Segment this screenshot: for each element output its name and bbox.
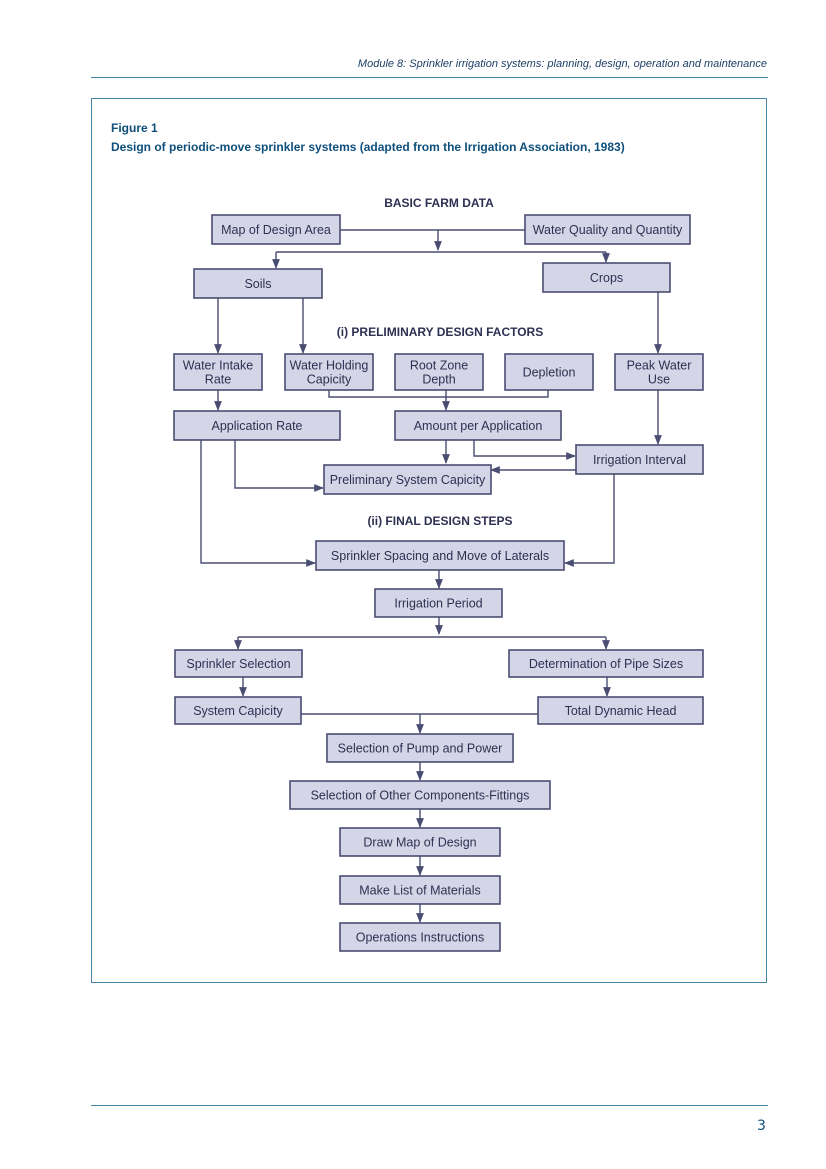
- box-label: Make List of Materials: [359, 884, 481, 898]
- box-shape: [504, 353, 594, 391]
- footer-rule: [91, 1105, 768, 1106]
- box-label: System Capicity: [193, 704, 283, 718]
- box-shape: [173, 410, 341, 441]
- box-label: Water Quality and Quantity: [533, 223, 683, 237]
- box-draw-map: Draw Map of Design: [339, 827, 501, 857]
- box-shape: [339, 875, 501, 905]
- box-label: Irrigation Interval: [593, 453, 686, 467]
- box-shape: [374, 588, 503, 618]
- box-shape: [339, 922, 501, 952]
- box-label: Sprinkler Selection: [186, 657, 290, 671]
- box-label: Water Holding: [290, 359, 369, 373]
- box-determination-pipe-sizes: Determination of Pipe Sizes: [508, 649, 704, 678]
- box-amount-per-application: Amount per Application: [394, 410, 562, 441]
- box-shape: [394, 410, 562, 441]
- box-label: Sprinkler Spacing and Move of Laterals: [331, 549, 549, 563]
- figure-frame: [91, 98, 767, 983]
- running-header: Module 8: Sprinkler irrigation systems: …: [357, 58, 767, 70]
- section-basic-farm-data: BASIC FARM DATA: [384, 196, 494, 210]
- box-label: Selection of Other Components-Fittings: [311, 789, 530, 803]
- box-shape: [339, 827, 501, 857]
- box-sprinkler-selection: Sprinkler Selection: [174, 649, 303, 678]
- box-shape: [614, 353, 704, 391]
- box-label: Depletion: [523, 366, 576, 380]
- box-label: Application Rate: [211, 419, 302, 433]
- box-shape: [524, 214, 691, 245]
- connectors: [200, 229, 662, 923]
- box-label: Use: [648, 373, 670, 387]
- box-label: Preliminary System Capicity: [330, 473, 486, 487]
- box-shape: [394, 353, 484, 391]
- box-pump-and-power: Selection of Pump and Power: [326, 733, 514, 763]
- box-preliminary-system-capicity: Preliminary System Capicity: [323, 464, 492, 495]
- box-shape: [315, 540, 565, 571]
- box-soils: Soils: [193, 268, 323, 299]
- section-preliminary-design-factors: (i) PRELIMINARY DESIGN FACTORS: [337, 325, 543, 339]
- box-water-quality-quantity: Water Quality and Quantity: [524, 214, 691, 245]
- connector-arrow: [473, 440, 576, 460]
- box-shape: [323, 464, 492, 495]
- box-irrigation-interval: Irrigation Interval: [575, 444, 704, 475]
- box-irrigation-period: Irrigation Period: [374, 588, 503, 618]
- box-label: Depth: [422, 373, 455, 387]
- box-application-rate: Application Rate: [173, 410, 341, 441]
- box-shape: [284, 353, 374, 391]
- connector-arrow: [200, 440, 316, 567]
- connector-arrow: [564, 474, 615, 567]
- box-shape: [289, 780, 551, 810]
- box-label: Water Intake: [183, 359, 253, 373]
- box-shape: [326, 733, 514, 763]
- box-label: Peak Water: [627, 359, 692, 373]
- header-rule: [91, 77, 768, 78]
- box-operations-instructions: Operations Instructions: [339, 922, 501, 952]
- box-shape: [193, 268, 323, 299]
- box-label: Soils: [244, 277, 271, 291]
- box-shape: [508, 649, 704, 678]
- connector: [328, 390, 549, 398]
- box-label: Capicity: [307, 373, 352, 387]
- box-crops: Crops: [542, 262, 671, 293]
- box-label: Total Dynamic Head: [565, 704, 677, 718]
- page-number: 3: [757, 1118, 766, 1134]
- box-label: Amount per Application: [414, 419, 543, 433]
- box-label: Operations Instructions: [356, 931, 485, 945]
- box-sprinkler-spacing: Sprinkler Spacing and Move of Laterals: [315, 540, 565, 571]
- box-list-of-materials: Make List of Materials: [339, 875, 501, 905]
- box-label: Irrigation Period: [394, 597, 482, 611]
- box-other-components: Selection of Other Components-Fittings: [289, 780, 551, 810]
- box-shape: [537, 696, 704, 725]
- box-shape: [575, 444, 704, 475]
- box-shape: [174, 649, 303, 678]
- box-label: Map of Design Area: [221, 223, 331, 237]
- box-system-capicity: System Capicity: [174, 696, 302, 725]
- figure-title: Design of periodic-move sprinkler system…: [111, 140, 625, 154]
- box-label: Rate: [205, 373, 231, 387]
- box-shape: [174, 696, 302, 725]
- box-map-of-design-area: Map of Design Area: [211, 214, 341, 245]
- box-shape: [173, 353, 263, 391]
- box-label: Root Zone: [410, 359, 468, 373]
- box-label: Determination of Pipe Sizes: [529, 657, 683, 671]
- box-depletion: Depletion: [504, 353, 594, 391]
- section-final-design-steps: (ii) FINAL DESIGN STEPS: [367, 514, 512, 528]
- box-shape: [211, 214, 341, 245]
- connector-arrow: [234, 440, 324, 492]
- box-total-dynamic-head: Total Dynamic Head: [537, 696, 704, 725]
- box-label: Crops: [590, 271, 623, 285]
- box-label: Selection of Pump and Power: [338, 742, 503, 756]
- box-shape: [542, 262, 671, 293]
- figure-label: Figure 1: [111, 121, 158, 135]
- box-label: Draw Map of Design: [363, 836, 476, 850]
